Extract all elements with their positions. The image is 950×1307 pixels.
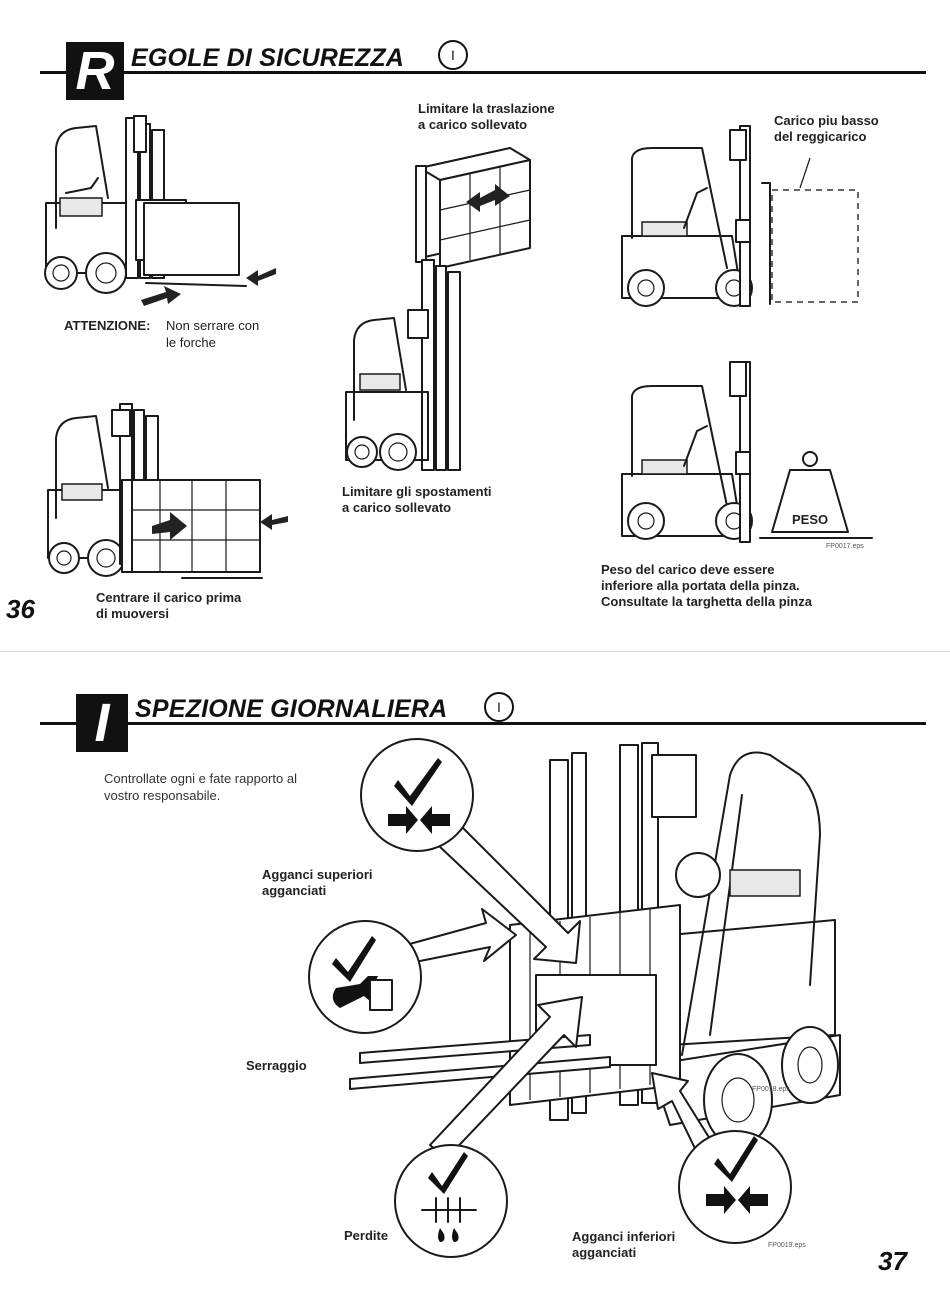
section-title: SPEZIONE GIORNALIERA: [135, 695, 448, 723]
upper-hooks-label-2: agganciati: [262, 883, 327, 898]
load-outline: [771, 189, 859, 303]
stacked-load: [121, 479, 263, 579]
page-number-right: 37: [878, 1246, 907, 1276]
forklift-icon: [349, 742, 841, 1147]
file-ref-17: FP0017.eps: [826, 543, 864, 550]
leaks-label: Perdite: [344, 1228, 389, 1243]
weight-label: PESO: [792, 512, 829, 527]
drops-icon: [421, 1197, 477, 1242]
weight-note-3: Consultate la targhetta della pinza: [601, 594, 812, 609]
load-lower-caption-2: del reggicarico: [774, 129, 867, 144]
intro-text-1: Controllate ogni e fate rapporto al: [104, 771, 297, 786]
forklift-center-load-illustration: [47, 403, 288, 579]
check-icon: [714, 1136, 758, 1182]
weight-icon: [771, 451, 849, 533]
header-initial-box: [66, 42, 124, 100]
callout-arrow-leak: [429, 996, 583, 1160]
upper-hooks-label-1: Agganci superiori: [262, 867, 373, 882]
lower-hooks-label-1: Agganci inferiori: [572, 1229, 676, 1244]
attention-text-1: Non serrare con: [166, 318, 260, 333]
section-title: EGOLE DI SICUREZZA: [131, 44, 405, 72]
raised-load: [415, 147, 531, 269]
arrows-in-icon: [706, 1186, 768, 1214]
section-safety-rules: R EGOLE DI SICUREZZA I ATTENZIONE: Non s…: [0, 0, 950, 650]
header-initial-box: [76, 694, 128, 752]
intro-text-2: vostro responsabile.: [104, 788, 221, 803]
limit-travel-caption-1: Limitare la traslazione: [418, 101, 555, 116]
forklift-clamp-forks-illustration: [44, 115, 276, 306]
attention-label: ATTENZIONE:: [64, 318, 151, 333]
load-lower-caption-1: Carico piu basso: [774, 113, 879, 128]
header-rule-line: [40, 71, 926, 74]
header-initial: R: [75, 41, 115, 101]
page-number-left: 36: [6, 594, 35, 624]
language-badge: I: [484, 692, 514, 722]
weight-note-1: Peso del carico deve essere: [601, 562, 775, 577]
language-badge: I: [438, 40, 468, 70]
callout-arrow-upper: [437, 826, 581, 964]
forklift-icon: [621, 125, 771, 307]
attention-text-2: le forche: [166, 335, 216, 350]
forklift-raised-load-illustration: [345, 147, 531, 471]
section-daily-inspection: I SPEZIONE GIORNALIERA I Controllate ogn…: [0, 660, 950, 1307]
forklift-weight-illustration: [621, 361, 873, 543]
page-divider: [0, 651, 950, 652]
tightening-label: Serraggio: [246, 1058, 307, 1073]
forklift-load-height-illustration: [621, 125, 859, 307]
check-callout-tightening: [308, 920, 422, 1034]
check-callout-upper: [360, 738, 474, 852]
file-ref-19: FP0019.eps: [768, 1242, 806, 1249]
check-icon: [394, 758, 442, 806]
limit-travel-caption-2: a carico sollevato: [418, 117, 528, 132]
file-ref-18: FP0018.eps: [752, 1086, 790, 1093]
check-callout-leaks: [394, 1144, 508, 1258]
forklift-icon: [621, 361, 873, 543]
arrows-in-icon: [388, 806, 450, 834]
center-load-caption-1: Centrare il carico prima: [96, 590, 242, 605]
forklift-icon: [44, 115, 247, 294]
header-initial: I: [94, 693, 110, 753]
check-callout-lower: [678, 1130, 792, 1244]
lower-hooks-label-2: agganciati: [572, 1245, 637, 1260]
check-icon: [332, 936, 376, 982]
header-rule-line: [40, 722, 926, 725]
limit-moves-caption-2: a carico sollevato: [342, 500, 452, 515]
language-badge-label: I: [451, 47, 455, 63]
weight-note-2: inferiore alla portata della pinza.: [601, 578, 800, 593]
language-badge-label: I: [497, 699, 501, 715]
inspection-forklift-illustration: [349, 742, 841, 1168]
center-load-caption-2: di muoversi: [96, 606, 169, 621]
limit-moves-caption-1: Limitare gli spostamenti: [342, 484, 492, 499]
forklift-icon: [345, 259, 461, 471]
check-icon: [428, 1152, 468, 1194]
